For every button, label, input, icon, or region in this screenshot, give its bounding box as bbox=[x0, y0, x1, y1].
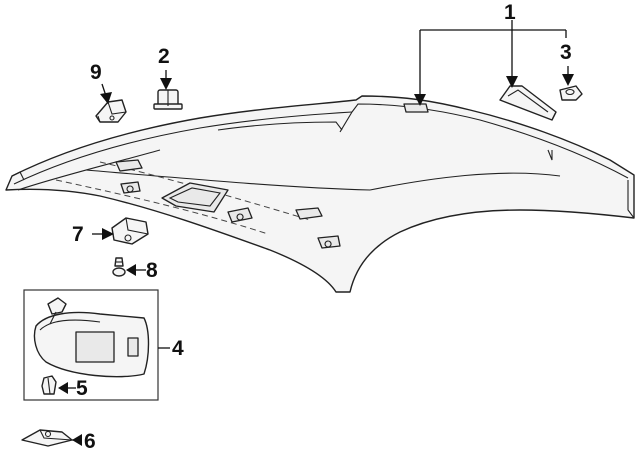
callout-5: 5 bbox=[76, 377, 88, 400]
headliner-panel bbox=[5, 95, 635, 293]
clip-part-2 bbox=[153, 89, 183, 110]
visor-bracket-part-6 bbox=[21, 429, 73, 447]
callout-1: 1 bbox=[504, 1, 516, 24]
leader-lines bbox=[58, 20, 574, 446]
callout-9: 9 bbox=[90, 61, 102, 84]
sun-visor-part-4 bbox=[33, 297, 150, 378]
visor-clip-part-5 bbox=[41, 375, 57, 395]
callout-7: 7 bbox=[72, 223, 84, 246]
bracket-part-9 bbox=[95, 99, 127, 123]
nut-part-3 bbox=[559, 85, 583, 101]
callout-2: 2 bbox=[158, 45, 170, 68]
visor-group-box bbox=[23, 289, 159, 401]
callout-4: 4 bbox=[172, 337, 184, 360]
screw-part-8 bbox=[112, 257, 126, 277]
callout-3: 3 bbox=[560, 41, 572, 64]
bracket-part-7 bbox=[111, 217, 149, 245]
callout-6: 6 bbox=[84, 430, 96, 453]
headliner-pad-part-1 bbox=[499, 85, 557, 121]
callout-8: 8 bbox=[146, 259, 158, 282]
